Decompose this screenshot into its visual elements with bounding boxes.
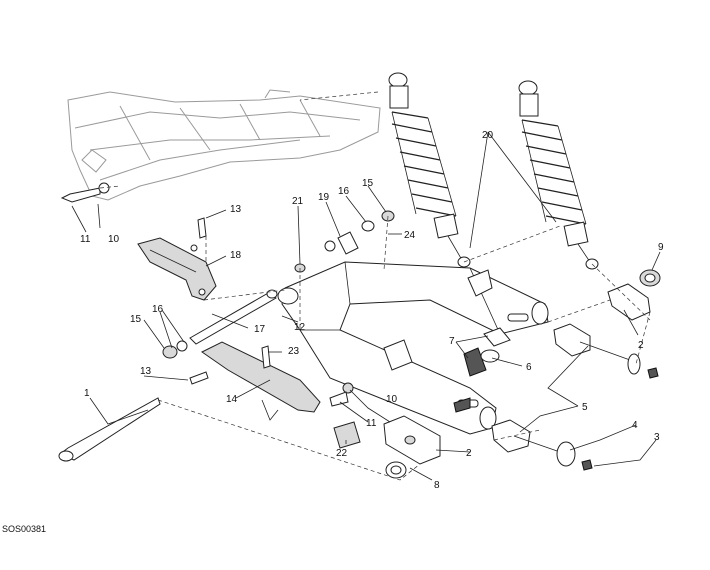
- callout-11a: 11: [80, 234, 91, 245]
- callout-13b: 13: [140, 366, 152, 377]
- assembly-guides: [99, 91, 651, 481]
- adjuster-hardware: [513, 269, 661, 471]
- pivot-shaft: [58, 397, 161, 462]
- callout-16a: 16: [152, 304, 164, 315]
- chain-guard-upper: [137, 237, 217, 301]
- callout-labels: 1 2 2 3 4 5 6 7 8 9 10 10 11 11 12 13 13…: [80, 130, 664, 491]
- callout-18: 18: [230, 250, 242, 261]
- rear-shock-right: [518, 80, 599, 270]
- callout-3: 3: [654, 432, 660, 443]
- callout-8: 8: [434, 480, 440, 491]
- callout-4: 4: [632, 420, 638, 431]
- callout-10b: 10: [386, 394, 398, 405]
- callout-2a: 2: [638, 340, 644, 351]
- chain-slider: [201, 341, 321, 421]
- small-hardware: [60, 182, 511, 479]
- frame-outline: [67, 89, 381, 201]
- callout-5: 5: [582, 402, 588, 413]
- reference-code: SOS00381: [2, 524, 46, 534]
- callout-6: 6: [526, 362, 532, 373]
- callout-20: 20: [482, 130, 494, 141]
- callout-24: 24: [404, 230, 416, 241]
- callout-12: 12: [294, 322, 306, 333]
- callout-17: 17: [254, 324, 266, 335]
- callout-1: 1: [84, 388, 90, 399]
- callout-11b: 11: [366, 418, 377, 429]
- callout-22: 22: [336, 448, 348, 459]
- callout-21: 21: [292, 196, 304, 207]
- callout-2b: 2: [466, 448, 472, 459]
- callout-7: 7: [449, 336, 455, 347]
- leader-lines: [71, 131, 661, 481]
- callout-10a: 10: [108, 234, 120, 245]
- callout-15b: 15: [362, 178, 374, 189]
- swingarm: [277, 261, 549, 435]
- callout-23: 23: [288, 346, 300, 357]
- callout-14: 14: [226, 394, 238, 405]
- rear-shock-left: [388, 72, 471, 268]
- callout-13a: 13: [230, 204, 242, 215]
- callout-15a: 15: [130, 314, 142, 325]
- callout-9: 9: [658, 242, 664, 253]
- callout-16b: 16: [338, 186, 350, 197]
- callout-19: 19: [318, 192, 330, 203]
